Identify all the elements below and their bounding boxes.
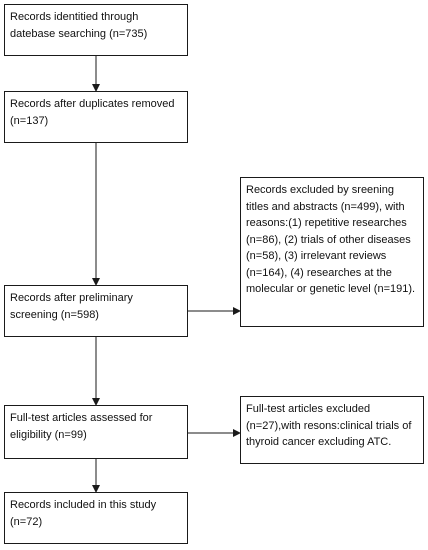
excluded-screening-box: Records excluded by sreening titles and … [240,177,424,327]
identified-records-box: Records identitied through datebase sear… [4,4,188,56]
excluded-fulltext-box: Full-test articles excluded (n=27),with … [240,396,424,464]
included-records-box: Records included in this study (n=72) [4,492,188,544]
included-records-text: Records included in this study (n=72) [10,499,157,528]
excluded-screening-text: Records excluded by sreening titles and … [246,184,416,295]
duplicates-removed-text: Records after duplicates removed (n=137) [10,98,175,127]
assessed-eligibility-box: Full-test articles assessed for eligibil… [4,405,188,459]
excluded-fulltext-text: Full-test articles excluded (n=27),with … [246,403,412,448]
identified-records-text: Records identitied through datebase sear… [10,11,148,40]
preliminary-screening-box: Records after preliminary screening (n=5… [4,285,188,337]
preliminary-screening-text: Records after preliminary screening (n=5… [10,292,133,321]
duplicates-removed-box: Records after duplicates removed (n=137) [4,91,188,143]
assessed-eligibility-text: Full-test articles assessed for eligibil… [10,412,153,441]
